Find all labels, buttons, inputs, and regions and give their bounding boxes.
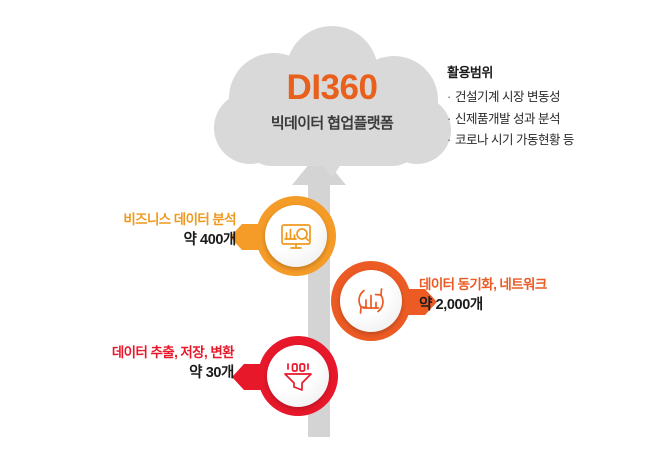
label-count: 약 30개	[189, 364, 234, 381]
node-pointer-tab	[230, 224, 260, 250]
node-business-data-analysis[interactable]	[230, 196, 336, 276]
node-icon-plate	[265, 205, 327, 267]
bar-chart-sync-arrows-icon	[358, 288, 384, 314]
upward-flow-arrow	[288, 152, 350, 437]
label-data-sync-network: 데이터 동기화, 네트워크 약 2,000개	[419, 277, 547, 315]
bullet-icon: ·	[447, 111, 451, 126]
node-icon-plate	[340, 270, 402, 332]
node-data-extract-store-transform[interactable]	[232, 336, 338, 416]
usage-scope-item-text: 신제품개발 성과 분석	[455, 111, 560, 126]
label-data-extract-store-transform: 데이터 추출, 저장, 변환 약 30개	[0, 345, 235, 383]
label-title: 비즈니스 데이터 분석	[123, 212, 236, 227]
usage-scope-note: 활용범위 · 건설기계 시장 변동성 · 신제품개발 성과 분석 · 코로나 시기 가…	[447, 62, 647, 152]
node-data-sync-network[interactable]	[331, 261, 437, 341]
monitor-bar-chart-magnifier-icon	[281, 224, 311, 249]
label-count: 약 400개	[183, 231, 236, 248]
node-pointer-tab	[232, 364, 262, 390]
usage-scope-item: · 신제품개발 성과 분석	[447, 109, 647, 131]
node-icon-plate	[267, 345, 329, 407]
usage-scope-item-text: 코로나 시기 가동현황 등	[455, 133, 574, 147]
usage-scope-title: 활용범위	[447, 65, 493, 80]
label-count: 약 2,000개	[419, 296, 483, 313]
cloud-shape	[212, 26, 452, 181]
usage-scope-item-text: 건설기계 시장 변동성	[455, 90, 560, 104]
label-business-data-analysis: 비즈니스 데이터 분석 약 400개	[0, 212, 236, 250]
node-pointer-tab	[407, 289, 437, 315]
usage-scope-item: · 건설기계 시장 변동성	[447, 87, 647, 109]
bullet-icon: ·	[447, 133, 451, 147]
bullet-icon: ·	[447, 90, 451, 104]
label-title: 데이터 동기화, 네트워크	[419, 277, 547, 292]
usage-scope-item: · 코로나 시기 가동현황 등	[447, 130, 647, 152]
funnel-binary-digits-icon	[284, 363, 312, 391]
label-title: 데이터 추출, 저장, 변환	[111, 345, 235, 360]
